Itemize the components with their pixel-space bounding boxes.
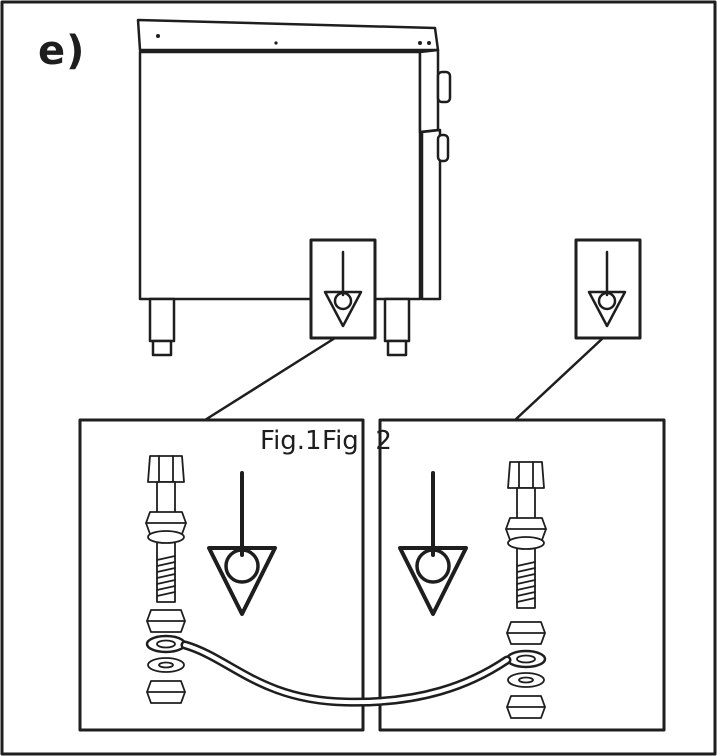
washer	[147, 530, 185, 544]
equipotential-ground-symbol-small	[587, 250, 627, 328]
ground-cable	[180, 640, 512, 707]
washer	[507, 536, 545, 550]
figure-caption-2: Fig. 2	[322, 426, 392, 456]
control-knob-lower	[436, 133, 450, 163]
equipotential-ground-symbol-large	[207, 471, 277, 616]
cabinet-screw	[418, 41, 422, 45]
cabinet-top	[136, 18, 440, 52]
cabinet-front-lower	[420, 128, 442, 301]
bolt-assembly-fig2	[505, 461, 547, 719]
cabinet-front-panel	[418, 48, 440, 134]
step-label: e)	[38, 28, 86, 74]
cabinet-foot	[383, 297, 411, 343]
cabinet-screw	[274, 41, 278, 45]
figure-caption-1: Fig.1	[260, 426, 322, 456]
bolt-assembly-fig1	[145, 455, 187, 704]
cabinet-screw	[427, 41, 431, 45]
cabinet-body	[138, 50, 422, 301]
control-knob-upper	[436, 70, 452, 104]
cabinet-screw	[156, 34, 160, 38]
cabinet-foot-cap	[386, 339, 408, 357]
cabinet-foot-cap	[151, 339, 173, 357]
bolt-head	[507, 461, 545, 489]
bolt-head	[147, 455, 185, 483]
equipotential-ground-symbol-large	[398, 471, 468, 616]
leader-line-1	[203, 336, 337, 422]
appliance-cabinet	[136, 18, 452, 357]
leader-line-2	[513, 336, 605, 422]
equipotential-ground-symbol-small	[323, 250, 363, 328]
cabinet-foot	[148, 297, 176, 343]
